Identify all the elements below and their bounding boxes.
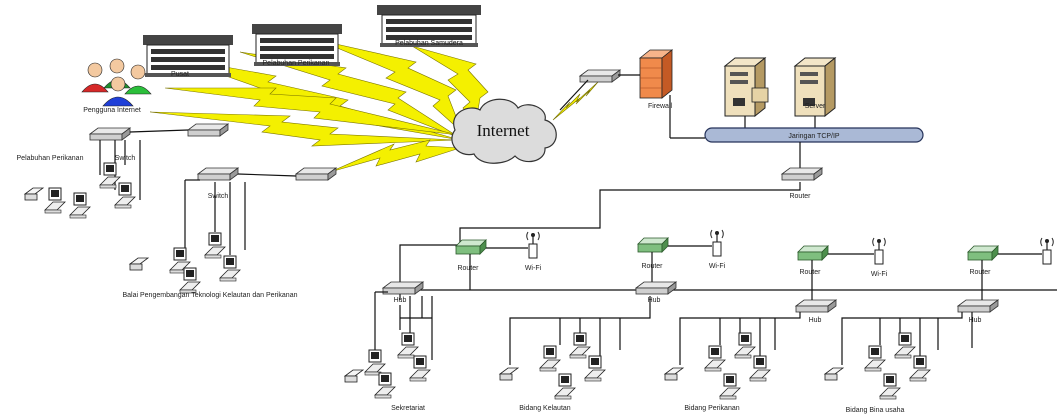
wifi-antenna-icon xyxy=(710,229,724,257)
internet-cloud: Internet xyxy=(451,98,557,164)
workstation-icon xyxy=(584,355,606,382)
unit-hub-label: Hub xyxy=(394,297,407,304)
workstation-icon xyxy=(734,332,756,359)
unit-wifi-label: Wi-Fi xyxy=(709,263,726,270)
printer-icon xyxy=(129,257,149,271)
workstation-icon xyxy=(909,355,931,382)
workstation-icon xyxy=(204,232,226,259)
workstation-icon xyxy=(554,373,576,400)
printer-icon xyxy=(344,369,364,383)
modem-left-bottom xyxy=(295,167,337,181)
modem-left-top xyxy=(187,123,229,137)
workstation-icon xyxy=(114,182,136,209)
main-router xyxy=(781,167,823,181)
workstation-icon xyxy=(397,332,419,359)
firewall-icon xyxy=(638,49,674,99)
site-label: Pelabuhan Perikanan xyxy=(263,60,330,67)
unit-wifi-label: Wi-Fi xyxy=(871,271,888,278)
hub-icon xyxy=(382,281,424,295)
unit-2: Router Wi-Fi Hub Bidang Kelautan xyxy=(499,229,726,412)
unit-hub-label: Hub xyxy=(648,297,661,304)
hub-icon xyxy=(957,299,999,313)
wan-link-bolt xyxy=(552,81,599,121)
wifi-antenna-icon xyxy=(1040,237,1054,265)
unit-1: Router Wi-Fi Hub Sekretariat xyxy=(344,231,542,412)
wifi-antenna-icon xyxy=(872,237,886,265)
unit-hub-label: Hub xyxy=(969,317,982,324)
server-label: Server xyxy=(805,103,826,110)
left-branch-1-name: Pelabuhan Perikanan xyxy=(17,155,84,162)
left-branch-2-switch: Switch xyxy=(208,193,229,200)
workstation-icon xyxy=(894,332,916,359)
workstation-icon xyxy=(99,162,121,189)
lan-trunk xyxy=(399,182,1057,300)
router-main-label: Router xyxy=(789,193,811,200)
site-label: Pelabuhan Samudera xyxy=(395,40,463,47)
workstation-icon xyxy=(364,349,386,376)
users-label: Pengguna Internet xyxy=(83,107,141,114)
workstation-icon xyxy=(879,373,901,400)
network-bar-label: Jaringan TCP/IP xyxy=(788,133,840,140)
firewall-label: Firewall xyxy=(648,103,673,110)
server-tower-icon xyxy=(724,57,766,117)
left-branch-2-name: Balai Pengembangan Teknologi Kelautan da… xyxy=(122,292,297,299)
internet-label: Internet xyxy=(477,121,530,140)
workstation-icon xyxy=(69,192,91,219)
router-icon xyxy=(967,245,999,261)
unit-name: Bidang Perikanan xyxy=(684,405,739,412)
site-label: Pusat xyxy=(171,71,189,78)
printer-icon xyxy=(664,367,684,381)
workstation-icon xyxy=(44,187,66,214)
left-branch-2: Switch Balai Pengembangan Teknologi Kela… xyxy=(122,167,298,299)
wan-link-bolt xyxy=(329,139,461,173)
unit-wifi-label: Wi-Fi xyxy=(525,265,542,272)
unit-router-label: Router xyxy=(969,269,991,276)
unit-3: Router Wi-Fi Hub Bidang Perikanan xyxy=(664,237,888,412)
workstation-icon xyxy=(719,373,741,400)
site-building-pelabuhan-samudera: Pelabuhan Samudera xyxy=(377,5,481,47)
left-branch-1: Pelabuhan Perikanan Switch xyxy=(17,127,189,219)
workstation-icon xyxy=(704,345,726,372)
network-backbone: Jaringan TCP/IP xyxy=(669,95,924,168)
unit-router-label: Router xyxy=(457,265,479,272)
workstation-icon xyxy=(749,355,771,382)
printer-icon xyxy=(499,367,519,381)
site-building-pelabuhan-perikanan: Pelabuhan Perikanan xyxy=(251,23,343,67)
workstation-icon xyxy=(539,345,561,372)
unit-name: Bidang Kelautan xyxy=(519,405,570,412)
users-icon xyxy=(81,58,152,107)
unit-name: Bidang Bina usaha xyxy=(846,407,905,414)
unit-4: Router Hub Bidang Bina usaha xyxy=(824,237,1054,414)
workstation-icon xyxy=(864,345,886,372)
workstation-icon xyxy=(409,355,431,382)
router-icon xyxy=(455,239,487,255)
router-icon xyxy=(797,245,829,261)
router-icon xyxy=(637,237,669,253)
wifi-antenna-icon xyxy=(526,231,540,259)
hub-icon xyxy=(795,299,837,313)
printer-icon xyxy=(24,187,44,201)
hub-icon xyxy=(635,281,677,295)
workstation-icon xyxy=(219,255,241,282)
workstation-icon xyxy=(569,332,591,359)
modem-right xyxy=(579,69,621,83)
unit-hub-label: Hub xyxy=(809,317,822,324)
unit-router-label: Router xyxy=(799,269,821,276)
unit-name: Sekretariat xyxy=(391,405,425,412)
printer-icon xyxy=(824,367,844,381)
workstation-icon xyxy=(374,372,396,399)
site-building-pusat: Pusat xyxy=(142,34,234,78)
